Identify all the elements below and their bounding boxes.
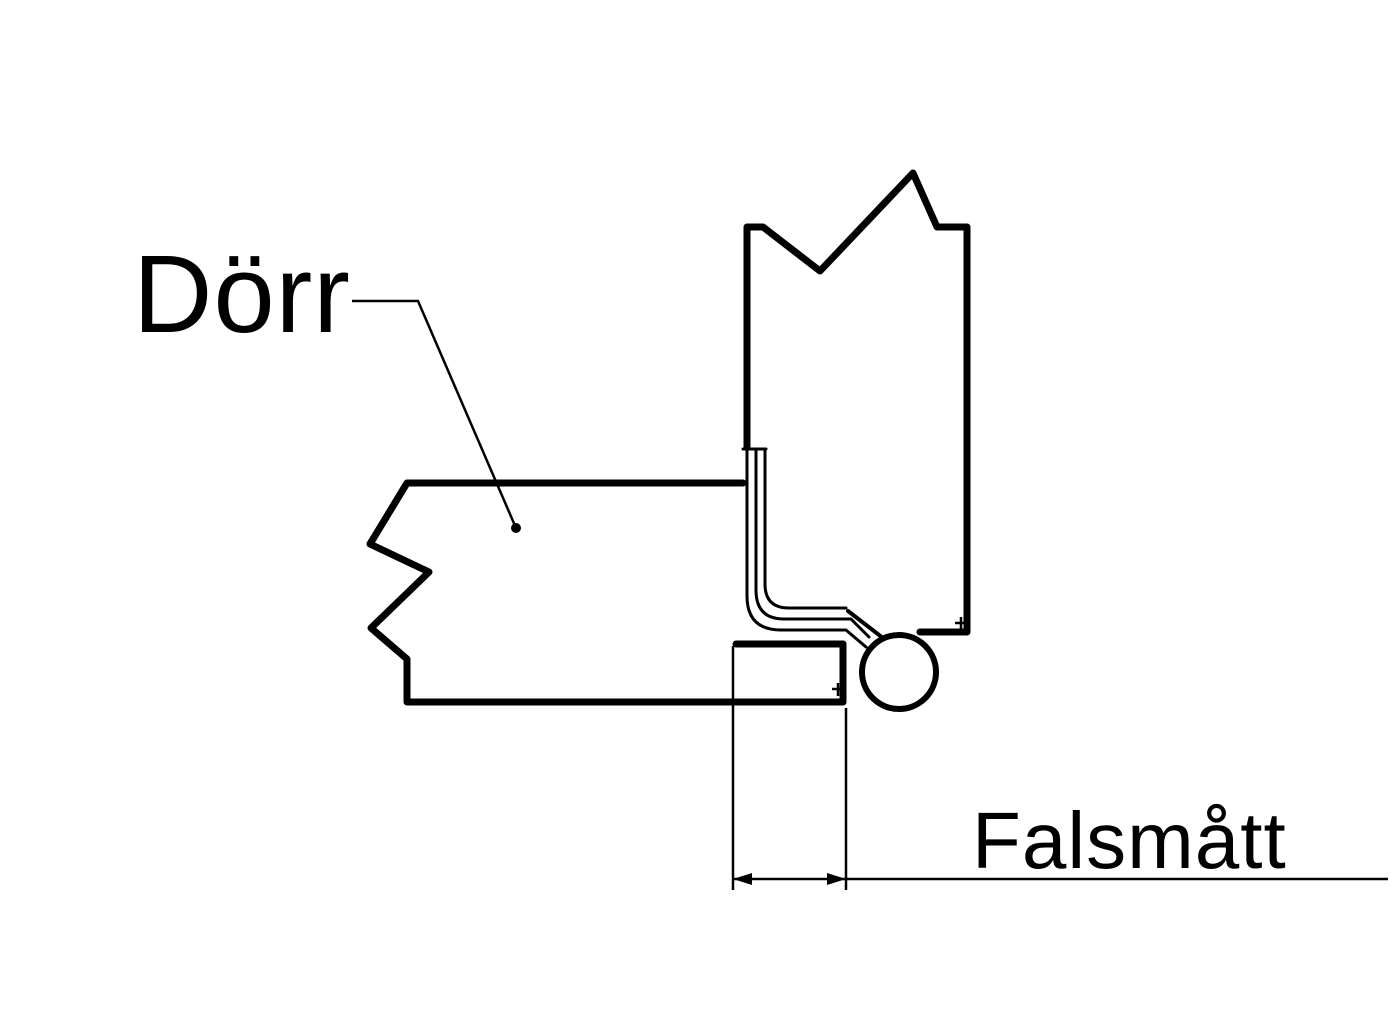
dimension-label: Falsmått: [972, 796, 1287, 885]
center-marks: [832, 617, 968, 696]
hinge-assembly: [745, 447, 939, 712]
hinge-leaf-middle: [754, 447, 871, 639]
frame-center-mark: [955, 617, 968, 630]
door-leader-line: [352, 299, 518, 529]
hinge-leaf-knuckle-join: [846, 609, 885, 640]
door-section: [366, 479, 847, 706]
hinge-leaf-inner: [763, 447, 848, 610]
hinge-leaf-outer: [745, 447, 868, 649]
drawing-linework: [352, 169, 1388, 890]
door-leader: [352, 299, 521, 533]
door-leader-dot: [511, 523, 521, 533]
frame-outline: [743, 169, 971, 636]
dimension-arrow-left: [733, 873, 752, 885]
hinge-knuckle-circle: [859, 632, 939, 712]
dimension-falsmatt: [731, 646, 1388, 890]
door-center-mark: [832, 683, 845, 696]
door-outline: [366, 479, 847, 706]
dimension-arrow-right: [827, 873, 846, 885]
door-label: Dörr: [133, 233, 351, 356]
